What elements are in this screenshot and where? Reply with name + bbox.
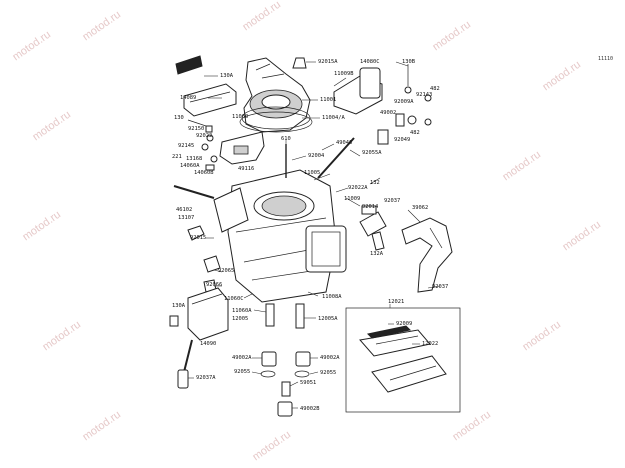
part-label: 12021 [388,299,405,305]
part-label: 130A [172,303,185,309]
part-label: 46102 [176,207,193,213]
part-label: 49046 [336,140,353,146]
head-gasket [239,111,313,133]
part-label: 49002B [300,406,320,412]
part-label: 130 [174,115,184,121]
part-label: 92037 [384,198,401,204]
part-label: 221 [172,154,182,160]
part-label: 92055 [320,370,337,376]
part-label: 12005A [318,316,338,322]
part-label: 92015 [190,235,207,241]
part-label: 92015A [318,59,338,65]
part-label: 14090 [200,341,217,347]
part-label: 92014 [362,204,379,210]
joint-pipe [359,205,387,251]
part-label: 14089 [180,95,197,101]
part-label: 92009 [396,321,413,327]
part-label: 610 [281,136,291,142]
part-label: 130A [220,73,233,79]
part-label: 92066 [206,282,223,288]
part-label: 132 [370,180,380,186]
valve-holder [219,131,265,165]
reed-valve-inset [345,307,461,413]
part-label: 92037 [432,284,449,290]
part-label: 11060A [232,308,252,314]
cylinder-head [241,57,311,133]
water-pipe [187,225,221,293]
part-label: 92049 [394,137,411,143]
part-label: 482 [410,130,420,136]
part-label: 11009B [334,71,354,77]
part-label: 92055A [362,150,382,156]
part-label: 14080C [360,59,380,65]
part-label: 11060 [232,114,249,120]
part-label: 49002A [232,355,252,361]
part-label: 92055 [234,369,251,375]
part-label: 49002A [320,355,340,361]
part-label: 11004/A [322,115,345,121]
part-label: 92037A [196,375,216,381]
part-label: 12022 [422,341,439,347]
part-label: 14060B [194,170,214,176]
leader-lines [188,61,441,409]
part-label: 49116 [238,166,255,172]
part-label: 11005 [304,170,321,176]
part-label: 92065 [218,268,235,274]
part-label: 49002 [380,110,397,116]
part-label: 11008A [322,294,342,300]
spring-parts [377,94,432,145]
water-hose [401,217,453,293]
exhaust-valve-actuator [333,64,412,115]
part-label: 14060A [180,163,200,169]
valve-cover [175,55,237,117]
part-label: 92145 [178,143,195,149]
cylinder-block [213,169,347,303]
part-label: 12005 [232,316,249,322]
part-label: 59051 [300,380,317,386]
part-label: 13107 [178,215,195,221]
part-label: 92022 [196,133,213,139]
stud [173,137,355,199]
part-label: 11001 [320,97,337,103]
head-cap [292,57,307,69]
diagram-ref: 11110 [598,56,614,62]
stud-nut [260,303,311,417]
part-label: 11060C [224,296,244,302]
part-label: 92009A [394,99,414,105]
bolt [187,119,218,171]
part-label: 13168 [186,156,203,162]
part-label: 132A [370,251,383,257]
power-valve-cover [169,287,229,389]
part-label: 39062 [412,205,429,211]
part-label: 11009 [344,196,361,202]
part-label: 92143 [416,92,433,98]
part-label: 130B [402,59,415,65]
part-label: 482 [430,86,440,92]
part-label: 92022A [348,185,368,191]
part-label: 92150 [188,126,205,132]
part-label: 92004 [308,153,325,159]
